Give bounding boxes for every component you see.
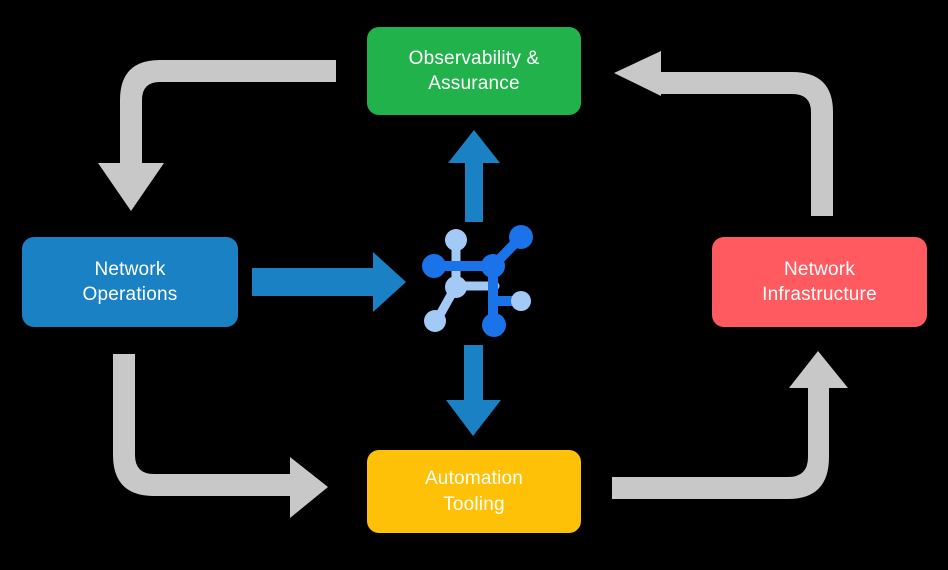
network-topology-icon (422, 225, 533, 337)
node-network-operations[interactable]: Network Operations (22, 237, 238, 327)
connector-infrastructure-to-observability (614, 51, 833, 216)
connector-center-to-automation (446, 345, 501, 436)
node-label-network-infrastructure: Network Infrastructure (762, 258, 877, 305)
node-automation-tooling[interactable]: Automation Tooling (367, 450, 581, 533)
connector-operations-to-automation (113, 354, 328, 518)
node-label-automation-tooling: Automation Tooling (424, 468, 524, 515)
node-label-network-operations: Network Operations (82, 258, 178, 305)
connector-center-to-observability (448, 130, 500, 222)
node-observability-and-assurance[interactable]: Observability & Assurance (367, 27, 581, 115)
connector-automation-to-infrastructure (612, 351, 848, 499)
connector-observability-to-operations (98, 60, 336, 211)
connector-operations-to-center (252, 252, 406, 312)
node-label-observability: Observability & Assurance (408, 47, 540, 94)
node-network-infrastructure[interactable]: Network Infrastructure (712, 237, 927, 327)
